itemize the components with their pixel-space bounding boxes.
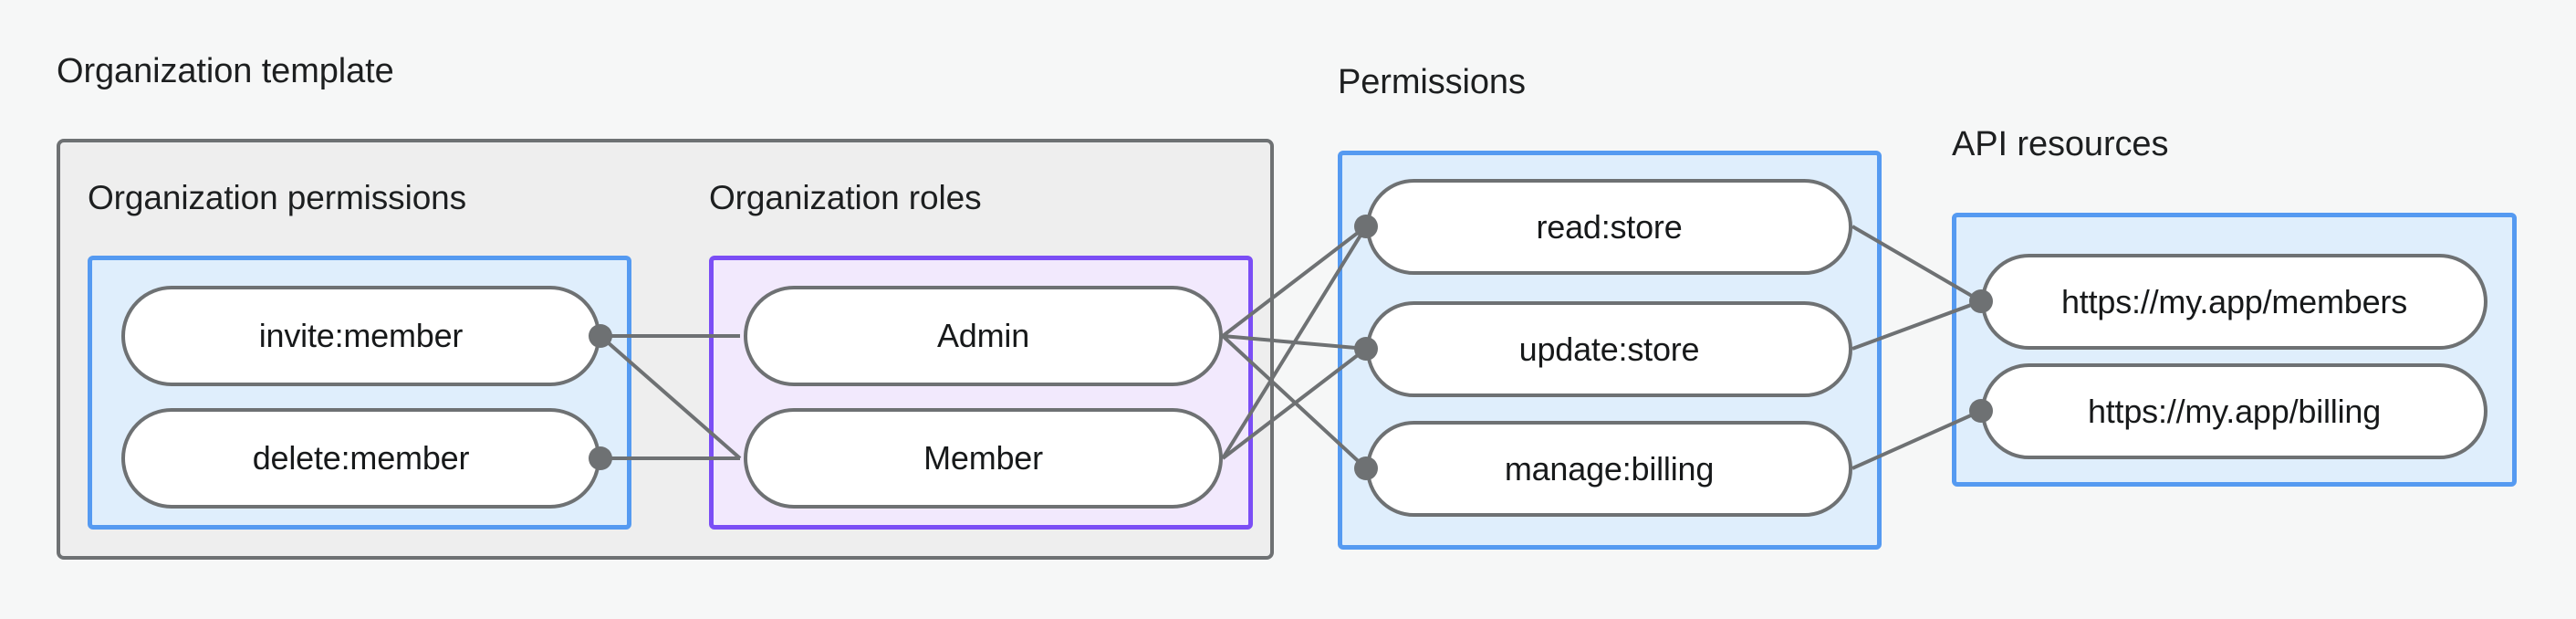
node-read-store[interactable]: read:store bbox=[1366, 179, 1852, 275]
api-resources-group-title: API resources bbox=[1952, 125, 2169, 163]
permissions-group-title: Permissions bbox=[1338, 63, 1526, 101]
organization-permissions-title: Organization permissions bbox=[88, 179, 467, 216]
node-manage-billing[interactable]: manage:billing bbox=[1366, 421, 1852, 517]
node-billing-url[interactable]: https://my.app/billing bbox=[1981, 363, 2487, 459]
organization-template-title: Organization template bbox=[57, 52, 394, 90]
node-invite-member[interactable]: invite:member bbox=[121, 286, 600, 386]
node-member[interactable]: Member bbox=[744, 408, 1223, 509]
organization-roles-title: Organization roles bbox=[709, 179, 982, 216]
node-delete-member[interactable]: delete:member bbox=[121, 408, 600, 509]
node-admin[interactable]: Admin bbox=[744, 286, 1223, 386]
node-update-store[interactable]: update:store bbox=[1366, 301, 1852, 397]
node-members-url[interactable]: https://my.app/members bbox=[1981, 254, 2487, 350]
